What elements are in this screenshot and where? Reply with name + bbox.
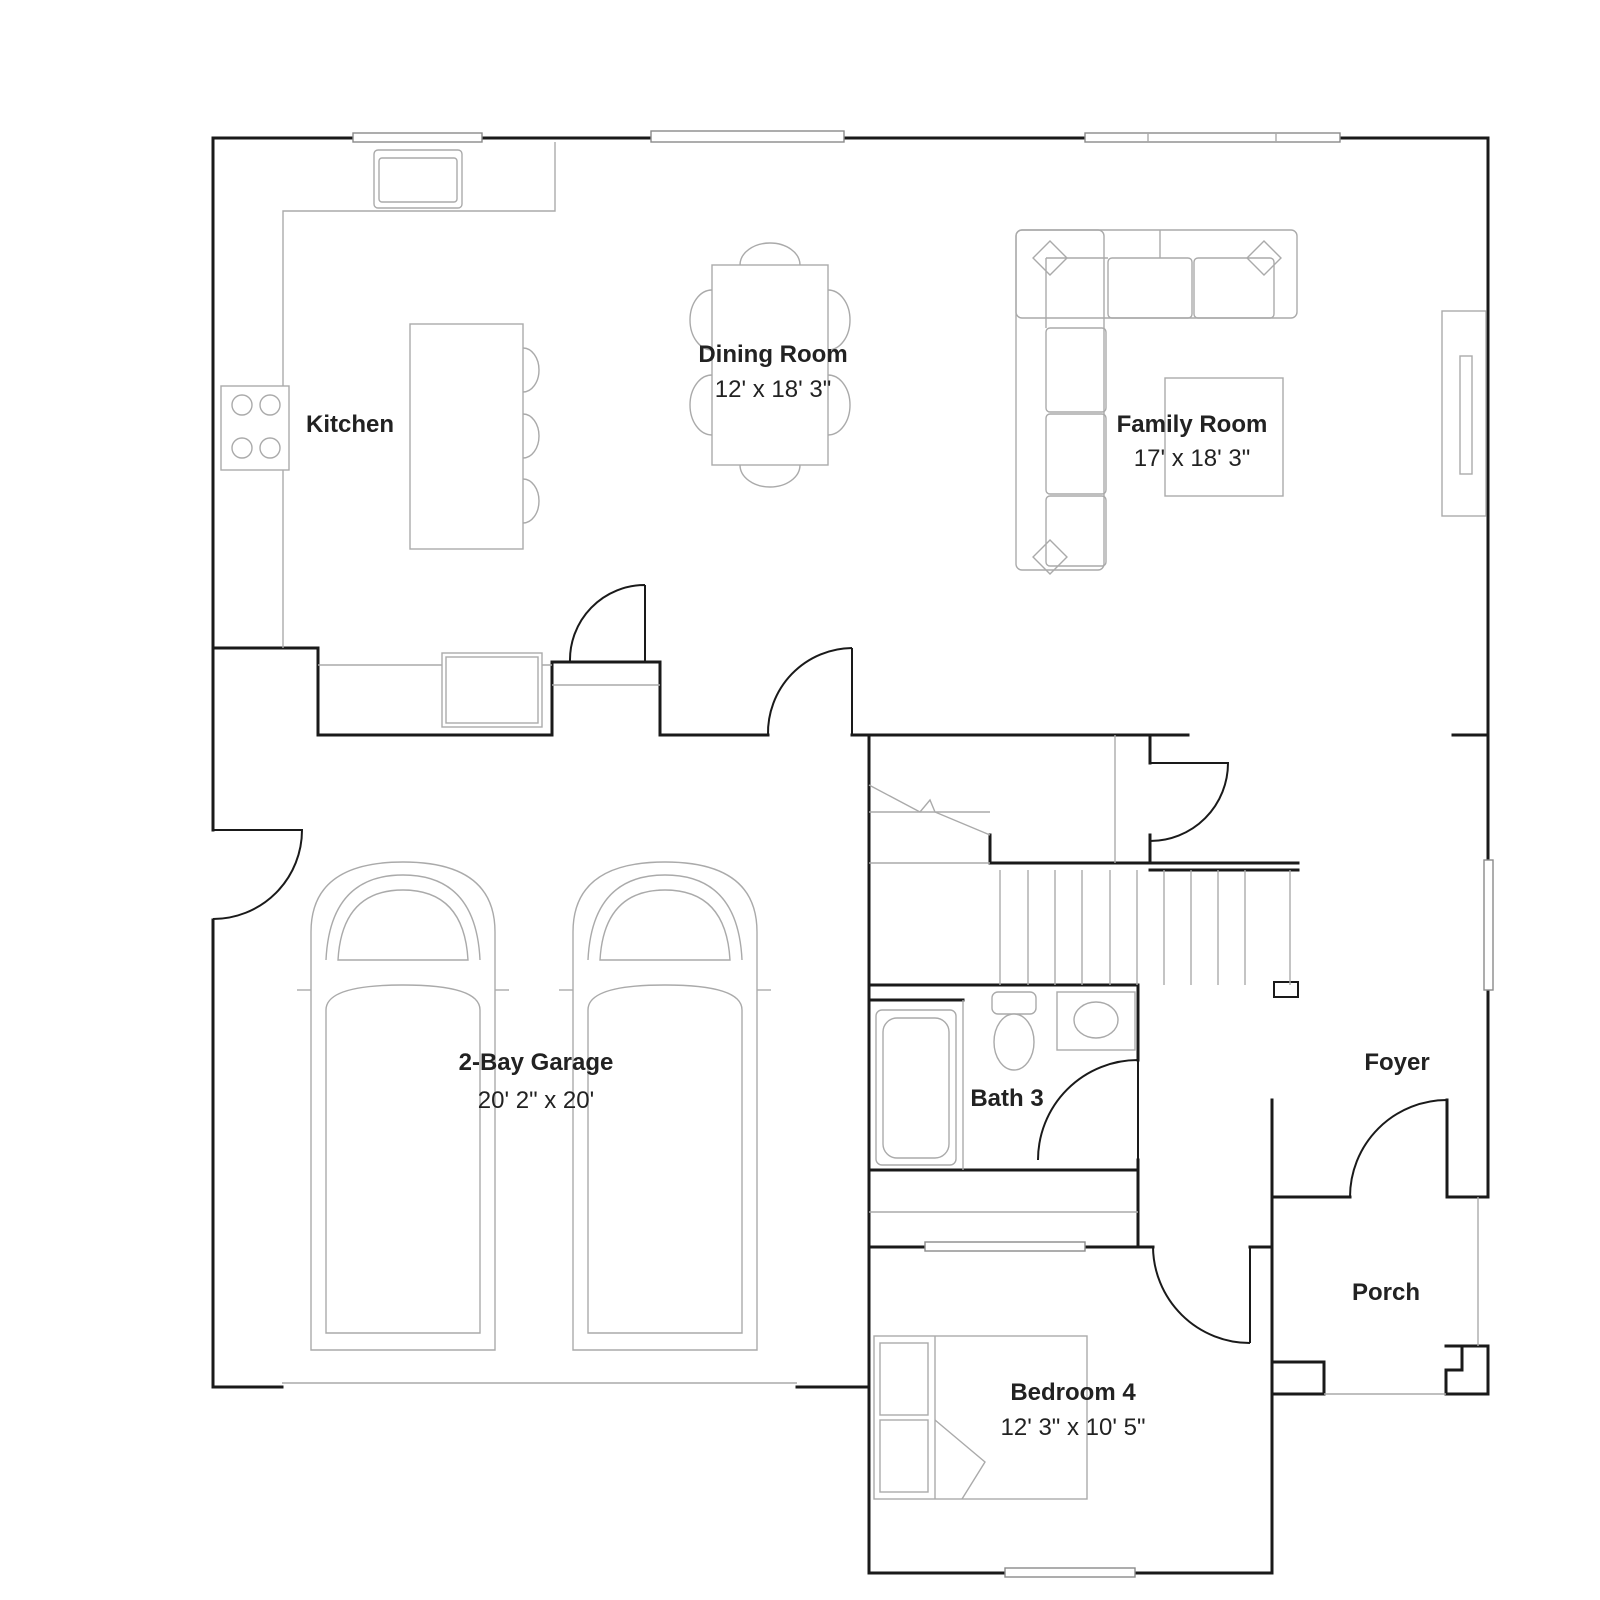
room-label-kitchen: Kitchen — [306, 411, 394, 438]
room-label-bath-3: Bath 3 — [970, 1085, 1043, 1112]
room-size-dining-room: 12' x 18' 3" — [715, 376, 831, 403]
room-size-family-room: 17' x 18' 3" — [1134, 445, 1250, 472]
stairs — [868, 735, 1291, 985]
walls — [211, 136, 1490, 1575]
room-label-bedroom-4: Bedroom 4 — [1010, 1379, 1136, 1406]
sectional-sofa — [1015, 229, 1298, 575]
room-label-garage: 2-Bay Garage — [459, 1049, 614, 1076]
room-label-family-room: Family Room — [1117, 411, 1268, 438]
room-label-dining-room: Dining Room — [698, 341, 847, 368]
bath-fixtures — [869, 991, 1138, 1213]
fireplace — [1441, 310, 1487, 517]
garage-cars — [297, 861, 771, 1351]
room-size-garage: 20' 2" x 20' — [478, 1087, 594, 1114]
windows — [282, 130, 1494, 1578]
room-labels: Kitchen Dining Room 12' x 18' 3" Family … — [306, 341, 1430, 1441]
doors — [212, 584, 1448, 1344]
room-label-porch: Porch — [1352, 1279, 1420, 1306]
car-left — [297, 861, 509, 1351]
room-size-bedroom-4: 12' 3" x 10' 5" — [1001, 1414, 1146, 1441]
dining-table — [689, 242, 851, 488]
car-right — [559, 861, 771, 1351]
room-label-foyer: Foyer — [1364, 1049, 1429, 1076]
bed — [873, 1335, 1088, 1500]
kitchen-fixtures — [220, 142, 660, 728]
